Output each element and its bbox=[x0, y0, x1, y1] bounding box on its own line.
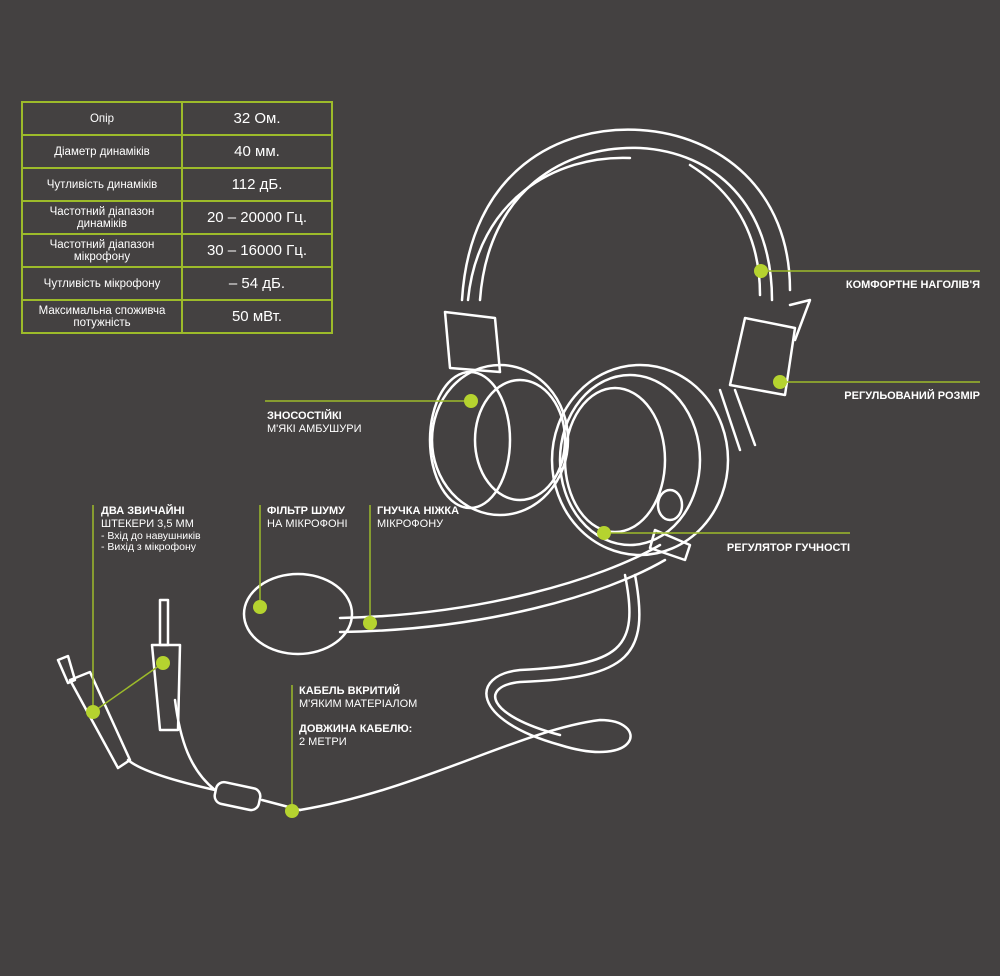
spec-value: 40 мм. bbox=[181, 134, 333, 169]
left-earcup-drawing bbox=[428, 310, 570, 517]
callout-list-item: - Вихід з мікрофону bbox=[101, 541, 196, 553]
spec-label: Чутливість мікрофону bbox=[21, 266, 183, 301]
spec-label: Чутливість динаміків bbox=[21, 167, 183, 202]
spec-label: Опір bbox=[21, 101, 183, 136]
callout-title: РЕГУЛЯТОР ГУЧНОСТІ bbox=[726, 542, 850, 554]
callout-cushions: ЗНОСОСТІЙКІ М'ЯКІ АМБУШУРИ bbox=[267, 410, 362, 436]
spec-label: Частотний діапазон мікрофону bbox=[21, 233, 183, 268]
spec-label: Частотний діапазон динаміків bbox=[21, 200, 183, 235]
callout-headband: КОМФОРТНЕ НАГОЛІВ'Я bbox=[846, 279, 980, 292]
spec-label: Максимальна споживча потужність bbox=[21, 299, 183, 334]
cushions-dot bbox=[464, 394, 478, 408]
cable-length-value: 2 МЕТРИ bbox=[299, 736, 347, 748]
callout-title: КАБЕЛЬ ВКРИТИЙ bbox=[299, 685, 401, 697]
spec-value: – 54 дБ. bbox=[181, 266, 333, 301]
volume-dot bbox=[597, 526, 611, 540]
callout-title: ДВА ЗВИЧАЙНІ bbox=[101, 505, 185, 517]
callout-title: ФІЛЬТР ШУМУ bbox=[267, 505, 345, 517]
callout-title: РЕГУЛЬОВАНИЙ РОЗМІР bbox=[844, 390, 980, 402]
plug-dot-2 bbox=[156, 656, 170, 670]
callout-plugs: ДВА ЗВИЧАЙНІ ШТЕКЕРИ 3,5 ММ - Вхід до на… bbox=[101, 505, 201, 553]
spec-label: Діаметр динаміків bbox=[21, 134, 183, 169]
callout-subtitle: МІКРОФОНУ bbox=[377, 518, 444, 530]
callout-dots bbox=[86, 264, 787, 818]
callout-title: ГНУЧКА НІЖКА bbox=[377, 505, 460, 517]
callout-list-item: - Вхід до навушників bbox=[101, 530, 201, 542]
callout-cable: КАБЕЛЬ ВКРИТИЙ М'ЯКИМ МАТЕРІАЛОМ ДОВЖИНА… bbox=[299, 685, 417, 749]
plug-dot-1 bbox=[86, 705, 100, 719]
callout-filter: ФІЛЬТР ШУМУ НА МІКРОФОНІ bbox=[267, 505, 348, 531]
size-dot bbox=[773, 375, 787, 389]
spec-value: 30 – 16000 Гц. bbox=[181, 233, 333, 268]
filter-dot bbox=[253, 600, 267, 614]
callout-size: РЕГУЛЬОВАНИЙ РОЗМІР bbox=[844, 390, 980, 403]
spec-value: 32 Ом. bbox=[181, 101, 333, 136]
spec-value: 20 – 20000 Гц. bbox=[181, 200, 333, 235]
right-earcup-drawing bbox=[550, 298, 812, 557]
plugs-connector-line bbox=[92, 662, 164, 713]
spec-value: 112 дБ. bbox=[181, 167, 333, 202]
callout-subtitle: М'ЯКІ АМБУШУРИ bbox=[267, 423, 362, 435]
headband-drawing bbox=[460, 128, 792, 302]
cable-dot bbox=[285, 804, 299, 818]
callout-boom: ГНУЧКА НІЖКА МІКРОФОНУ bbox=[377, 505, 459, 531]
callout-volume: РЕГУЛЯТОР ГУЧНОСТІ bbox=[727, 542, 850, 555]
headband-dot bbox=[754, 264, 768, 278]
callout-title: ЗНОСОСТІЙКІ bbox=[267, 410, 342, 422]
cable-drawing bbox=[56, 573, 641, 812]
cable-length-title: ДОВЖИНА КАБЕЛЮ: bbox=[299, 723, 413, 735]
callout-subtitle: М'ЯКИМ МАТЕРІАЛОМ bbox=[299, 698, 418, 710]
boom-dot bbox=[363, 616, 377, 630]
spec-value: 50 мВт. bbox=[181, 299, 333, 334]
callout-subtitle: ШТЕКЕРИ 3,5 ММ bbox=[101, 518, 194, 530]
table-row: Чутливість мікрофону– 54 дБ. bbox=[21, 266, 333, 301]
microphone-boom-drawing bbox=[242, 528, 692, 656]
callout-lines bbox=[92, 270, 980, 811]
callout-title: КОМФОРТНЕ НАГОЛІВ'Я bbox=[845, 279, 980, 291]
callout-subtitle: НА МІКРОФОНІ bbox=[267, 518, 348, 530]
